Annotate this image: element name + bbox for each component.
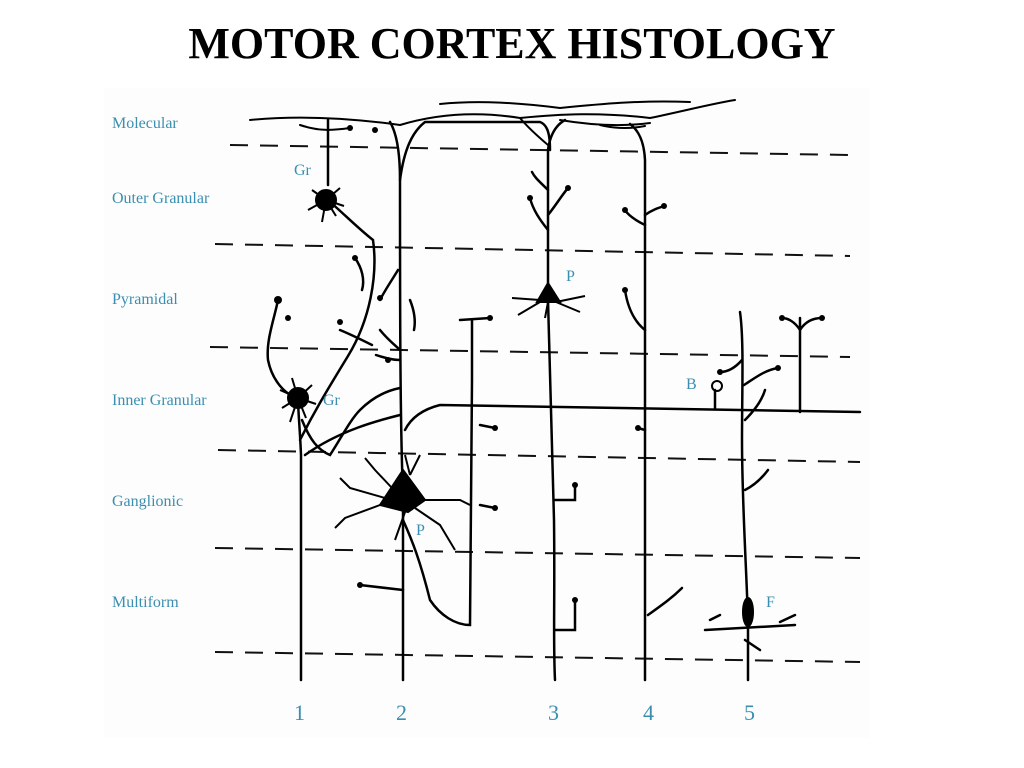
- basket-cell: [711, 380, 723, 392]
- cell-label-basket: B: [686, 376, 697, 393]
- column-number-3: 3: [548, 700, 559, 725]
- column-number-1: 1: [294, 700, 305, 725]
- boundary-ganglionic-multiform: [214, 547, 861, 559]
- cell-label-fusiform: F: [766, 594, 775, 611]
- boundary-outer-granular-pyramidal: [214, 243, 851, 257]
- pyramidal-cell-small: [511, 281, 586, 319]
- column-number-2: 2: [396, 700, 407, 725]
- fusiform-cell: [742, 597, 754, 627]
- layer-label-outer-granular: Outer Granular: [112, 190, 210, 207]
- boundary-pyramidal-inner-granular: [209, 346, 851, 358]
- cortex-diagram: Molecular Outer Granular Pyramidal Inner…: [104, 88, 870, 738]
- column-number-5: 5: [744, 700, 755, 725]
- cell-label-granule-upper: Gr: [294, 162, 312, 179]
- layer-label-ganglionic: Ganglionic: [112, 493, 183, 510]
- diagram-background: [104, 88, 870, 738]
- layer-label-molecular: Molecular: [112, 115, 178, 132]
- layer-label-multiform: Multiform: [112, 594, 179, 611]
- cell-label-pyramidal-large: P: [416, 522, 425, 539]
- column-3-neurons: [528, 118, 577, 682]
- column-2-apical-dendrite: [388, 120, 405, 497]
- boundary-molecular-outer-granular: [229, 144, 851, 156]
- column-2-neurons: [358, 120, 862, 682]
- dendrite-terminals: [274, 125, 825, 603]
- column-3-axon: [546, 298, 557, 682]
- granule-cell-upper: [307, 187, 345, 223]
- cell-label-pyramidal-small: P: [566, 268, 575, 285]
- cell-label-granule-lower: Gr: [323, 392, 341, 409]
- layer-label-inner-granular: Inner Granular: [112, 392, 207, 409]
- pyramidal-cell-large: [334, 454, 471, 551]
- boundary-multiform-white-matter: [214, 651, 861, 663]
- column-4-fibre: [628, 122, 647, 682]
- layer-label-pyramidal: Pyramidal: [112, 291, 178, 308]
- column-5-neurons: [703, 310, 824, 682]
- column-number-4: 4: [643, 700, 654, 725]
- column-5-fibre: [738, 310, 750, 682]
- granule-cell-lower: [279, 377, 317, 423]
- slide-title: MOTOR CORTEX HISTOLOGY: [188, 19, 836, 68]
